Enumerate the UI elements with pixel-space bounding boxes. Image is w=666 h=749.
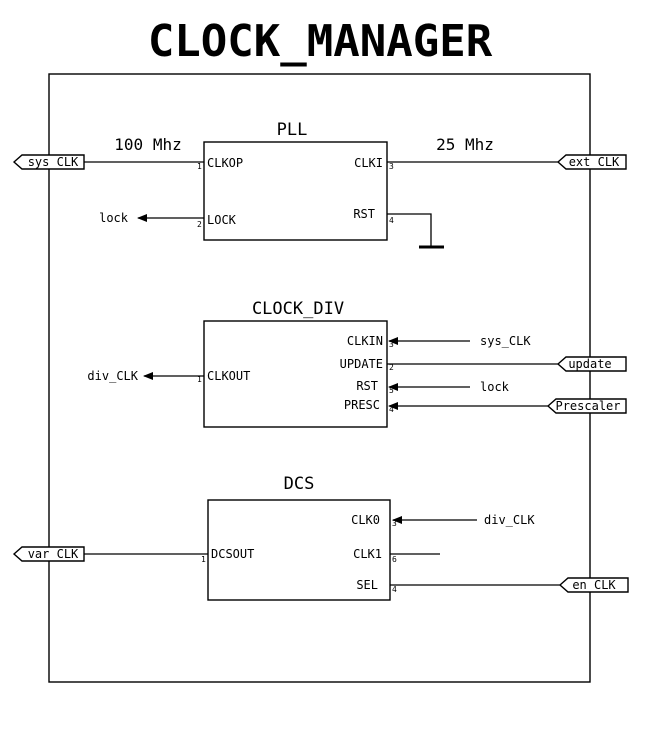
- port-sys-clk-shape: [12, 154, 85, 170]
- port-var-clk-label: var_CLK: [28, 547, 79, 561]
- clock-div-pin-clkout: CLKOUT: [207, 369, 250, 383]
- wire-rst-ground: [387, 213, 432, 246]
- clock-div-box: [203, 320, 388, 428]
- pll-pin-clkop: CLKOP: [207, 156, 243, 170]
- dcs-pin-sel: SEL: [356, 578, 378, 592]
- port-prescaler-shape: [546, 398, 627, 414]
- port-en-clk-label: en_CLK: [572, 578, 616, 592]
- pll-block[interactable]: PLL CLKOP LOCK CLKI RST 1 2 3 4: [197, 120, 394, 241]
- clock-div-block[interactable]: CLOCK_DIV CLKIN UPDATE RST PRESC CLKOUT …: [197, 299, 394, 428]
- clock-div-pinnum-2: 2: [389, 363, 394, 372]
- pll-box: [203, 141, 388, 241]
- port-update-shape: [556, 356, 627, 372]
- pll-pin-clki: CLKI: [354, 156, 383, 170]
- port-sys-clk[interactable]: sys_CLK: [12, 154, 85, 170]
- port-prescaler-label: Prescaler: [555, 399, 620, 413]
- port-ext-clk-shape: [556, 154, 627, 170]
- port-update[interactable]: update: [556, 356, 627, 372]
- dcs-title: DCS: [284, 474, 315, 494]
- pll-freq-out: 100 Mhz: [114, 135, 181, 154]
- dcs-pin-clk0: CLK0: [351, 513, 380, 527]
- net-div-clk-out: div_CLK: [87, 369, 138, 383]
- clock-div-pin-update: UPDATE: [340, 357, 383, 371]
- dcs-pin-dcsout: DCSOUT: [211, 547, 254, 561]
- pll-title: PLL: [277, 120, 308, 140]
- pll-pin-lock: LOCK: [207, 213, 237, 227]
- clock-div-pin-rst: RST: [356, 379, 378, 393]
- net-lock-out: lock: [99, 211, 129, 225]
- pll-freq-in: 25 Mhz: [436, 135, 494, 154]
- dcs-pin-clk1: CLK1: [353, 547, 382, 561]
- pll-pin-rst: RST: [353, 207, 375, 221]
- port-en-clk[interactable]: en_CLK: [558, 577, 629, 593]
- dcs-pinnum-6: 6: [392, 555, 397, 564]
- dcs-pinnum-4: 4: [392, 585, 397, 594]
- port-en-clk-shape: [558, 577, 629, 593]
- pll-pinnum-3: 3: [389, 162, 394, 171]
- dcs-box: [207, 499, 391, 601]
- module-boundary: [48, 73, 591, 683]
- diagram-title: CLOCK_MANAGER: [148, 16, 493, 67]
- clock-div-title: CLOCK_DIV: [252, 299, 344, 319]
- clock-div-pinnum-1: 1: [197, 375, 202, 384]
- pll-pinnum-1: 1: [197, 162, 202, 171]
- pll-pinnum-4: 4: [389, 216, 394, 225]
- net-lock-in: lock: [480, 380, 510, 394]
- port-prescaler[interactable]: Prescaler: [546, 398, 627, 414]
- clock-div-pin-presc: PRESC: [344, 398, 380, 412]
- pll-pinnum-2: 2: [197, 220, 202, 229]
- port-var-clk[interactable]: var_CLK: [12, 546, 85, 562]
- net-div-clk-in: div_CLK: [484, 513, 535, 527]
- net-sys-clk-in: sys_CLK: [480, 334, 531, 348]
- clock-div-pin-clkin: CLKIN: [347, 334, 383, 348]
- dcs-block[interactable]: DCS CLK0 CLK1 SEL DCSOUT 3 6 4 1: [201, 474, 397, 601]
- dcs-pinnum-1: 1: [201, 555, 206, 564]
- port-sys-clk-label: sys_CLK: [28, 155, 79, 169]
- port-ext-clk[interactable]: ext_CLK: [556, 154, 627, 170]
- port-update-label: update: [568, 357, 611, 371]
- port-var-clk-shape: [12, 546, 85, 562]
- port-ext-clk-label: ext_CLK: [569, 155, 620, 169]
